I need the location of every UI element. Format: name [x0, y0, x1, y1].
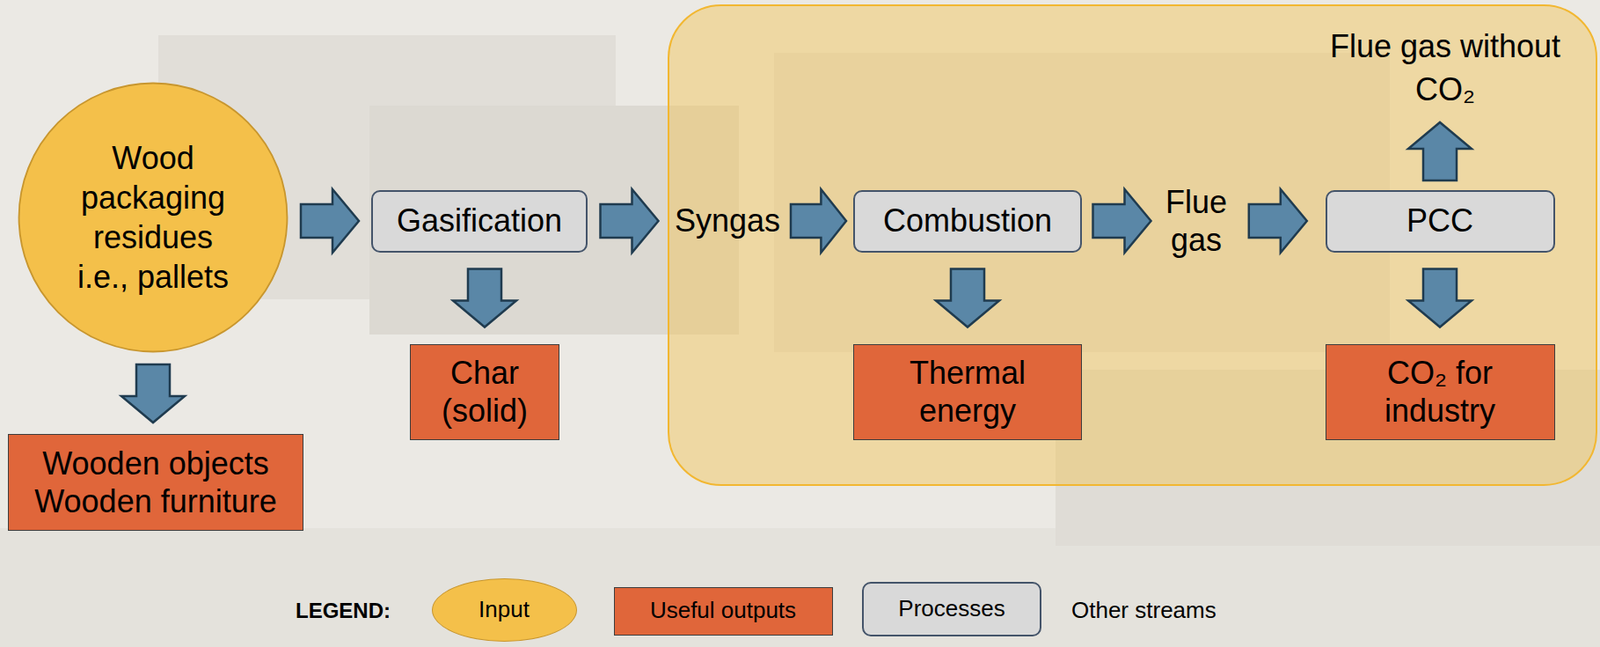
- block-arrow: [1408, 122, 1472, 181]
- legend-swatch: Processes: [862, 581, 1042, 636]
- stream-label: Flue gas: [1161, 181, 1231, 261]
- process-box: PCC: [1325, 189, 1556, 253]
- legend-swatch: Input: [431, 577, 578, 642]
- circle-outline: [17, 81, 289, 353]
- legend-heading: LEGEND:: [295, 598, 391, 624]
- block-arrow: [790, 189, 847, 253]
- node-text: Wooden furniture: [34, 482, 278, 520]
- block-arrow: [452, 269, 517, 328]
- node-text: Char (solid): [441, 353, 528, 430]
- node-text: Syngas: [674, 201, 781, 240]
- stream-label: Flue gas without CO₂: [1321, 23, 1571, 113]
- node-text: Flue gas: [1165, 182, 1228, 259]
- highlight-region: [668, 5, 1597, 485]
- node-text: Thermal energy: [909, 353, 1026, 430]
- block-arrow: [600, 189, 659, 253]
- legend-entry: Other streams: [1071, 596, 1217, 624]
- block-arrow: [1408, 269, 1472, 328]
- node-text: Wooden objects: [42, 444, 270, 483]
- legend-text: Useful outputs: [650, 596, 797, 624]
- stream-label: Syngas: [671, 199, 784, 242]
- output-box: Thermal energy: [853, 343, 1082, 440]
- legend-text: Other streams: [1071, 596, 1217, 624]
- node-text: CO₂ for industry: [1343, 353, 1537, 430]
- block-arrow: [1093, 189, 1152, 253]
- block-arrow: [121, 364, 185, 423]
- node-text: Wood packaging residues i.e., pallets: [67, 138, 240, 297]
- node-text: PCC: [1406, 201, 1474, 240]
- block-arrow: [1249, 189, 1308, 253]
- legend-text: Processes: [898, 594, 1005, 622]
- legend-text: Input: [478, 595, 530, 623]
- node-text: Gasification: [396, 201, 563, 240]
- node-text: Combustion: [883, 201, 1053, 240]
- input-circle: Wood packaging residues i.e., pallets: [17, 81, 289, 353]
- output-box: Wooden objectsWooden furniture: [7, 433, 304, 531]
- block-arrow: [300, 189, 359, 253]
- process-box: Combustion: [853, 189, 1082, 253]
- process-box: Gasification: [371, 189, 588, 253]
- node-text: Flue gas without CO₂: [1324, 25, 1567, 111]
- block-arrow: [935, 269, 1000, 328]
- circle-shape: [19, 83, 288, 352]
- ground: [0, 527, 1600, 647]
- legend-swatch: Useful outputs: [613, 586, 833, 636]
- output-box: CO₂ for industry: [1325, 343, 1556, 440]
- output-box: Char (solid): [409, 343, 560, 440]
